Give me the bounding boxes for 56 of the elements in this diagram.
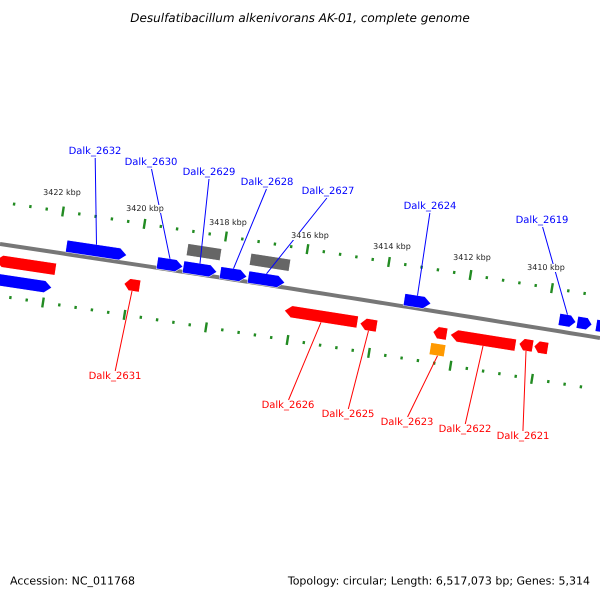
leader-line	[94, 158, 97, 246]
gene-feature	[219, 266, 248, 282]
leader-line	[200, 178, 210, 264]
leader-line	[417, 212, 430, 296]
accession-text: Accession: NC_011768	[10, 576, 136, 586]
gene-feature	[247, 270, 286, 288]
scale-label: 3410 kbp	[527, 264, 565, 272]
scale-label: 3414 kbp	[373, 243, 411, 251]
gene-feature	[124, 278, 142, 292]
gene-feature	[518, 338, 534, 352]
leader-line	[266, 198, 328, 274]
title: Desulfatibacillum alkenivorans AK-01, complete genome	[130, 12, 470, 24]
gene-label: Dalk_2628	[240, 178, 294, 188]
genome-summary: Topology: circular; Length: 6,517,073 bp; Genes: 5,314	[288, 576, 590, 586]
leader-line	[151, 168, 170, 260]
gene-feature	[0, 255, 57, 276]
gene-label: Dalk_2625	[322, 410, 374, 420]
gene-label: Dalk_2631	[88, 372, 142, 382]
gene-feature	[0, 273, 52, 293]
gene-label: Dalk_2632	[68, 147, 122, 157]
gene-feature	[156, 256, 184, 272]
feature-block	[249, 253, 291, 272]
gene-feature	[534, 340, 550, 355]
gene-feature	[284, 305, 359, 328]
leader-line	[233, 188, 267, 270]
gene-label: Dalk_2630	[124, 158, 178, 168]
gene-label: Dalk_2621	[496, 432, 550, 442]
leader-line	[348, 330, 369, 410]
gene-feature	[432, 326, 448, 340]
gene-feature	[576, 316, 592, 330]
leader-line	[464, 346, 484, 424]
leader-line	[407, 355, 438, 418]
gene-feature	[182, 260, 218, 278]
scale-label: 3412 kbp	[453, 254, 491, 262]
gene-label: Dalk_2624	[404, 202, 456, 212]
gene-feature	[558, 313, 576, 328]
gene-label: Dalk_2623	[380, 418, 434, 428]
gene-label: Dalk_2629	[182, 168, 236, 178]
gene-feature	[360, 318, 378, 332]
leader-line	[288, 322, 322, 400]
scale-label: 3416 kbp	[291, 232, 329, 240]
leader-line	[114, 290, 132, 372]
gene-feature	[402, 293, 432, 309]
scale-label: 3418 kbp	[209, 219, 247, 227]
feature-block	[428, 342, 446, 358]
leader-line	[542, 226, 568, 316]
leader-line	[522, 350, 526, 432]
gene-label: Dalk_2627	[302, 187, 354, 197]
gene-feature	[65, 240, 127, 260]
scale-label: 3422 kbp	[43, 189, 81, 197]
feature-block	[186, 243, 222, 261]
gene-label: Dalk_2619	[516, 216, 568, 226]
gene-label: Dalk_2626	[262, 401, 314, 411]
scale-label: 3420 kbp	[126, 205, 164, 213]
gene-feature	[594, 319, 600, 333]
gene-label: Dalk_2622	[438, 425, 492, 435]
